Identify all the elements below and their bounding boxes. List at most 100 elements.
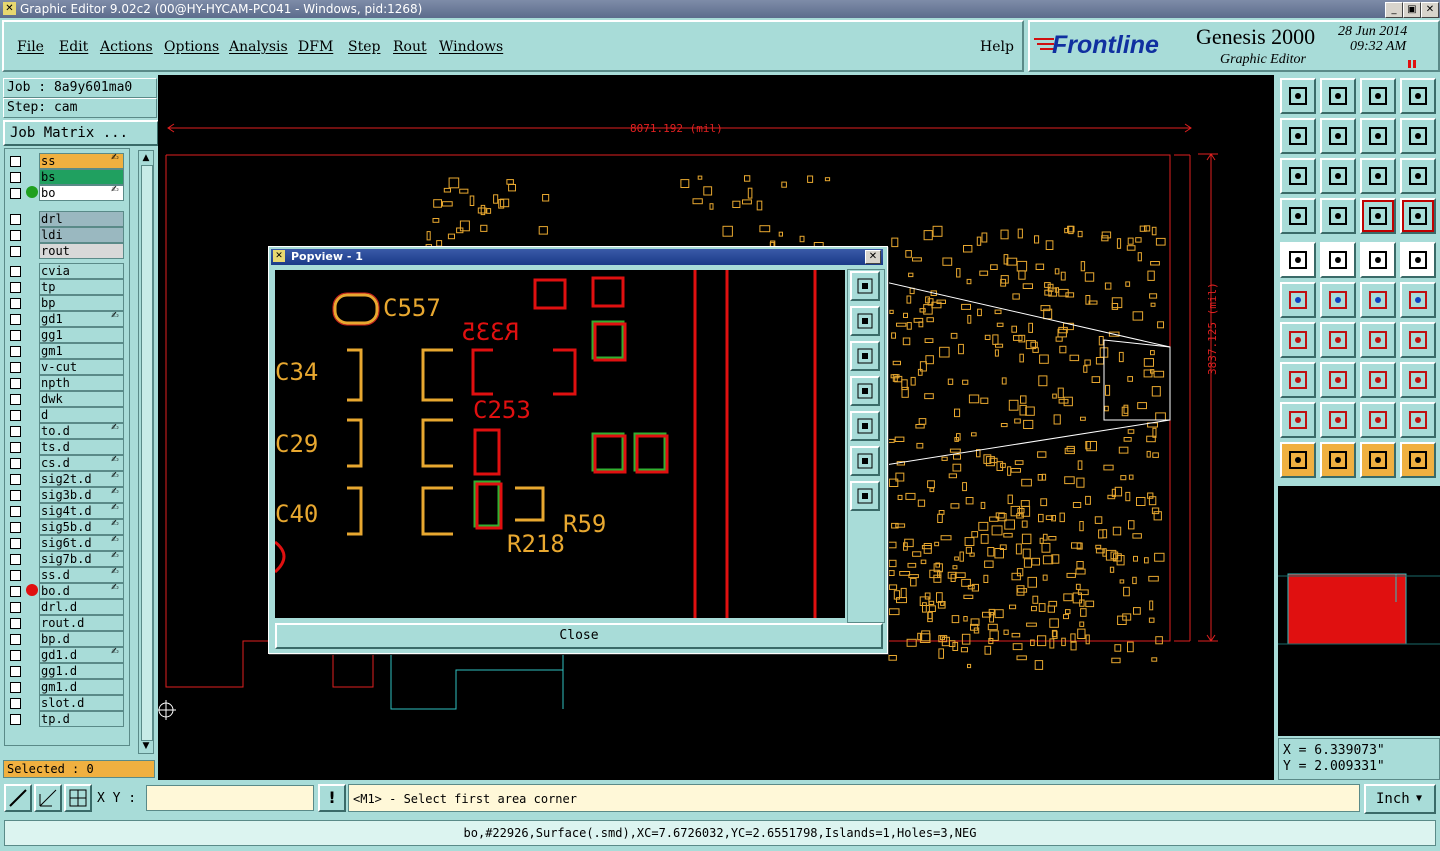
layer-checkbox[interactable] <box>10 490 21 501</box>
pv-pan-right-icon[interactable] <box>850 411 880 441</box>
triangle-icon[interactable] <box>1280 402 1316 438</box>
layer-checkbox[interactable] <box>10 586 21 597</box>
layer-checkbox[interactable] <box>10 538 21 549</box>
layer-name[interactable]: sig2t.d <box>39 471 124 487</box>
layer-checkbox[interactable] <box>10 714 21 725</box>
xy-input[interactable] <box>146 785 314 811</box>
menu-actions[interactable]: Actions <box>100 39 153 55</box>
layer-checkbox[interactable] <box>10 650 21 661</box>
layer-name[interactable]: cvia <box>39 263 124 279</box>
layer-name[interactable]: gg1.d <box>39 663 124 679</box>
pv-pan-left-icon[interactable] <box>850 376 880 406</box>
layer-checkbox[interactable] <box>10 298 21 309</box>
tools-icon[interactable] <box>1280 198 1316 234</box>
layer-name[interactable]: gm1.d <box>39 679 124 695</box>
layer-checkbox[interactable] <box>10 634 21 645</box>
layer-name[interactable]: ldi <box>39 227 124 243</box>
layer-checkbox[interactable] <box>10 346 21 357</box>
help-icon[interactable] <box>1400 158 1436 194</box>
layer-name[interactable]: sig4t.d <box>39 503 124 519</box>
layer-name[interactable]: ss.d <box>39 567 124 583</box>
layer-name[interactable]: cs.d <box>39 455 124 471</box>
layer-name[interactable]: bp.d <box>39 631 124 647</box>
layer-name[interactable]: bo.d <box>39 583 124 599</box>
home-icon[interactable] <box>1360 78 1396 114</box>
snap-pad-icon[interactable] <box>1280 242 1316 278</box>
grid-snap-icon[interactable] <box>64 784 92 812</box>
layer-name[interactable]: gd1.d <box>39 647 124 663</box>
layer-checkbox[interactable] <box>10 172 21 183</box>
layer-name[interactable]: drl <box>39 211 124 227</box>
layer-name[interactable]: bo <box>39 185 124 201</box>
save-icon[interactable] <box>1320 78 1356 114</box>
layer-checkbox[interactable] <box>10 554 21 565</box>
menu-options[interactable]: Options <box>164 39 220 55</box>
menu-dfm[interactable]: DFM <box>298 39 334 55</box>
popview-canvas[interactable]: C557 R335 C34 C29 C40 C253 R59 R218 <box>275 270 845 618</box>
pv-zoom-out-icon[interactable] <box>850 341 880 371</box>
maximize-icon[interactable]: ▣ <box>1403 2 1421 18</box>
scroll-thumb[interactable] <box>141 165 153 741</box>
layer-checkbox[interactable] <box>10 246 21 257</box>
arch-alt-icon[interactable] <box>1400 402 1436 438</box>
menu-file[interactable]: File <box>17 39 44 55</box>
layer-checkbox[interactable] <box>10 458 21 469</box>
layer-name[interactable]: sig7b.d <box>39 551 124 567</box>
snap-line-icon[interactable] <box>1320 242 1356 278</box>
popview-close-icon[interactable]: ✕ <box>865 250 881 264</box>
overview-map[interactable] <box>1278 486 1440 736</box>
zoom-area-icon[interactable] <box>4 784 32 812</box>
layer-affected-icon[interactable] <box>26 186 38 198</box>
mirror-icon[interactable] <box>1400 322 1436 358</box>
scroll-up-icon[interactable]: ▲ <box>142 153 150 163</box>
units-dropdown[interactable]: Inch ▼ <box>1364 784 1436 814</box>
pointer-box-icon[interactable] <box>1320 442 1356 478</box>
line-icon[interactable] <box>1320 322 1356 358</box>
pad-icon[interactable] <box>1400 242 1436 278</box>
grid-icon[interactable] <box>1320 198 1356 234</box>
window-icon[interactable] <box>1400 78 1436 114</box>
measure-dist-icon[interactable] <box>1360 362 1396 398</box>
layer-name[interactable]: gg1 <box>39 327 124 343</box>
layer-name[interactable]: d <box>39 407 124 423</box>
close-icon[interactable]: ✕ <box>1421 2 1439 18</box>
cross-icon[interactable] <box>1320 282 1356 318</box>
open-icon[interactable] <box>1280 78 1316 114</box>
layer-checkbox[interactable] <box>10 314 21 325</box>
layer-name[interactable]: ts.d <box>39 439 124 455</box>
layer-name[interactable]: ss <box>39 153 124 169</box>
layer-checkbox[interactable] <box>10 682 21 693</box>
layer-affected-icon[interactable] <box>26 584 38 596</box>
pv-center-icon[interactable] <box>850 481 880 511</box>
layers-select-icon[interactable] <box>1400 198 1436 234</box>
layer-checkbox[interactable] <box>10 698 21 709</box>
layer-checkbox[interactable] <box>10 474 21 485</box>
layer-name[interactable]: tp <box>39 279 124 295</box>
layer-name[interactable]: v-cut <box>39 359 124 375</box>
layer-name[interactable]: npth <box>39 375 124 391</box>
step-icon[interactable] <box>1360 118 1396 154</box>
layer-name[interactable]: sig3b.d <box>39 487 124 503</box>
layer-list-scrollbar[interactable]: ▲ ▼ <box>138 150 154 754</box>
move-icon[interactable] <box>1360 282 1396 318</box>
layer-checkbox[interactable] <box>10 282 21 293</box>
rotate-icon[interactable] <box>1400 282 1436 318</box>
layer-checkbox[interactable] <box>10 522 21 533</box>
arch-icon[interactable] <box>1360 402 1396 438</box>
connect-icon[interactable] <box>1280 282 1316 318</box>
job-matrix-button[interactable]: Job Matrix ... <box>3 120 159 146</box>
layer-checkbox[interactable] <box>10 570 21 581</box>
layer-checkbox[interactable] <box>10 188 21 199</box>
flip-icon[interactable] <box>1400 118 1436 154</box>
export-icon[interactable] <box>1320 118 1356 154</box>
measure-icon[interactable] <box>34 784 62 812</box>
layer-name[interactable]: slot.d <box>39 695 124 711</box>
layer-checkbox[interactable] <box>10 266 21 277</box>
import-icon[interactable] <box>1280 118 1316 154</box>
layer-checkbox[interactable] <box>10 442 21 453</box>
layers-color-icon[interactable] <box>1360 198 1396 234</box>
menu-edit[interactable]: Edit <box>59 39 89 55</box>
layer-name[interactable]: to.d <box>39 423 124 439</box>
layer-checkbox[interactable] <box>10 666 21 677</box>
popview-close-button[interactable]: Close <box>275 623 883 649</box>
